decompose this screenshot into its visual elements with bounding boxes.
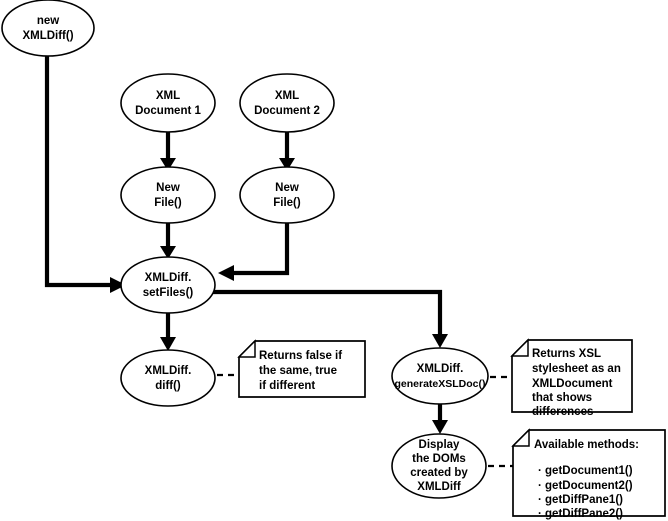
node-shape	[120, 73, 216, 133]
node-label-line2: Document 1	[135, 105, 201, 117]
edge-setfiles-to-generatexsldoc	[212, 289, 448, 348]
arrow-head-icon	[279, 158, 295, 171]
node-shape	[120, 349, 216, 407]
node-display-doms[interactable]: Display the DOMs created by XMLDiff	[391, 433, 487, 499]
node-label-line1: new	[37, 15, 59, 27]
node-label-line2: XMLDiff()	[22, 30, 73, 42]
node-shape	[1, 0, 95, 57]
node-xmldiff-generatexsldoc[interactable]: XMLDiff. generateXSLDoc()	[391, 347, 489, 405]
note-xsl-stylesheet: Returns XSL stylesheet as an XMLDocument…	[510, 338, 633, 418]
node-shape	[239, 73, 335, 133]
node-label-line1: New	[156, 182, 180, 194]
node-label-line1: XMLDiff.	[145, 365, 192, 377]
arrow-head-icon	[110, 277, 126, 293]
note-line-2: stylesheet as an	[532, 363, 621, 375]
node-label-line1: New	[275, 182, 299, 194]
arrow-head-icon	[432, 420, 448, 434]
node-label-line1: XMLDiff.	[145, 272, 192, 284]
node-shape	[120, 166, 216, 224]
node-new-file-2[interactable]: New File()	[239, 166, 335, 224]
node-label-line1: Display	[419, 439, 461, 451]
note-line-1: Returns false if	[259, 350, 342, 362]
note-method-item-3: · getDiffPane1()	[538, 494, 623, 506]
node-label-line2: the DOMs	[412, 453, 466, 465]
arrow-head-icon	[218, 265, 234, 281]
node-label-line2: generateXSLDoc()	[394, 378, 485, 390]
node-xmldiff-diff[interactable]: XMLDiff. diff()	[120, 349, 216, 407]
note-line-4: that shows	[532, 392, 592, 404]
note-line-5: differences	[532, 406, 593, 418]
node-label-line3: created by	[410, 467, 468, 479]
node-label-line2: Document 2	[254, 105, 320, 117]
node-shape	[239, 166, 335, 224]
edge-newfile2-to-setfiles	[218, 221, 290, 281]
arrow-head-icon	[432, 334, 448, 348]
note-line-3: if different	[259, 380, 315, 392]
edge-doc2-to-newfile2	[279, 131, 295, 171]
node-shape	[391, 433, 487, 499]
node-label-line2: setFiles()	[143, 287, 194, 299]
node-label-line4: XMLDiff	[417, 481, 461, 493]
note-line-3: XMLDocument	[532, 378, 613, 390]
node-label-line1: XMLDiff.	[417, 363, 464, 375]
note-heading: Available methods:	[534, 439, 639, 451]
edge-generatexsldoc-to-display	[432, 403, 448, 434]
edge-doc1-to-newfile1	[160, 131, 176, 171]
note-line-1: Returns XSL	[532, 348, 601, 360]
arrow-head-icon	[160, 337, 176, 351]
note-method-item-2: · getDocument2()	[538, 480, 633, 492]
node-new-xmldiff[interactable]: new XMLDiff()	[1, 0, 95, 57]
node-label-line2: File()	[154, 197, 182, 209]
node-xml-document-1[interactable]: XML Document 1	[120, 73, 216, 133]
node-label-line1: XML	[156, 90, 180, 102]
node-xml-document-2[interactable]: XML Document 2	[239, 73, 335, 133]
note-fold-corner-icon	[237, 339, 256, 358]
edge-newfile1-to-setfiles	[160, 221, 176, 259]
note-fold-corner-icon	[511, 428, 530, 447]
note-line-2: the same, true	[259, 365, 337, 377]
arrow-head-icon	[160, 246, 176, 259]
note-diff-returns: Returns false if the same, true if diffe…	[237, 339, 366, 398]
node-label-line2: diff()	[155, 380, 181, 392]
node-label-line2: File()	[273, 197, 301, 209]
note-available-methods: Available methods: · getDocument1() · ge…	[511, 428, 666, 520]
node-label-line1: XML	[275, 90, 299, 102]
note-method-item-4: · getDiffPane2()	[538, 508, 623, 520]
node-new-file-1[interactable]: New File()	[120, 166, 216, 224]
node-shape	[120, 256, 216, 314]
note-method-item-1: · getDocument1()	[538, 465, 633, 477]
node-xmldiff-setfiles[interactable]: XMLDiff. setFiles()	[120, 256, 216, 314]
edge-new-xmldiff-to-setfiles	[44, 52, 126, 293]
node-shape	[391, 347, 489, 405]
arrow-head-icon	[160, 158, 176, 171]
note-fold-corner-icon	[510, 338, 529, 357]
edge-setfiles-to-diff	[160, 311, 176, 351]
